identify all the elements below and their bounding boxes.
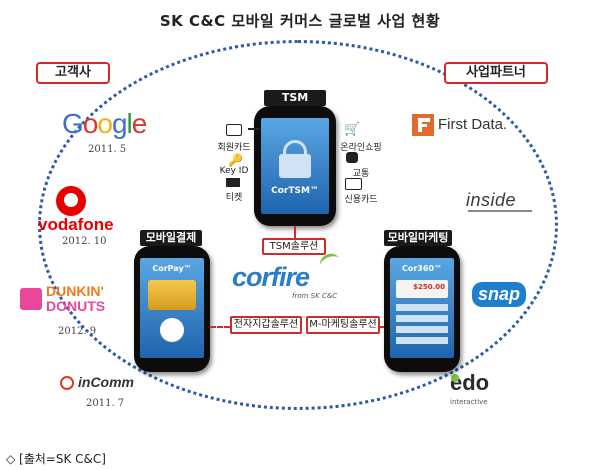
edo-sub: interactive bbox=[450, 398, 488, 406]
snap-logo: snap bbox=[472, 282, 527, 307]
inside-logo: inside bbox=[466, 190, 517, 210]
tsm-left-label-3: 티켓 bbox=[225, 193, 243, 203]
wallet-cap: 모바일결제 bbox=[140, 230, 202, 246]
google-logo: Google bbox=[62, 108, 147, 139]
coupon-price: $250.00 bbox=[413, 283, 445, 291]
tsm-phone: CorTSM™ bbox=[254, 106, 336, 226]
vodafone-date: 2012. 10 bbox=[62, 236, 107, 247]
key-icon: 🔑 bbox=[228, 153, 243, 167]
tsm-left-label-1: 회원카드 bbox=[217, 143, 251, 153]
source-note: ◇ [출처=SK C&C] bbox=[6, 452, 106, 466]
lock-body-icon bbox=[279, 154, 311, 178]
marketing-connector bbox=[380, 326, 384, 328]
offer-row-2 bbox=[396, 315, 448, 322]
dunkin-date: 2012. 9 bbox=[58, 326, 97, 337]
tsm-cap: TSM bbox=[264, 90, 326, 106]
marketing-cap: 모바일마케팅 bbox=[384, 230, 452, 246]
wallet-connector bbox=[210, 326, 230, 328]
offer-row-1 bbox=[396, 304, 448, 311]
first-data-logo: First Data. bbox=[438, 116, 508, 133]
google-date: 2011. 5 bbox=[88, 144, 127, 155]
offer-row-3 bbox=[396, 326, 448, 333]
tsm-right-label-1: 온라인쇼핑 bbox=[340, 143, 382, 153]
tsm-screen-label: CorTSM™ bbox=[271, 186, 319, 196]
credit-card-icon bbox=[345, 178, 362, 190]
wallet-card-icon bbox=[148, 280, 196, 310]
bus-icon bbox=[346, 152, 358, 163]
tsm-right-label-3: 신용카드 bbox=[344, 195, 378, 205]
offer-row-4 bbox=[396, 337, 448, 344]
lock-icon bbox=[283, 140, 307, 162]
marketing-solution-label: M-마케팅솔루션 bbox=[306, 316, 380, 334]
coupon-image: $250.00 bbox=[396, 280, 448, 298]
corfire-logo: corfire bbox=[232, 262, 310, 292]
cart-icon: 🛒 bbox=[344, 122, 361, 137]
wallet-phone: CorPay™ bbox=[134, 246, 210, 372]
incomm-logo: inComm bbox=[78, 374, 134, 390]
tsm-right-label-2: 교통 bbox=[352, 169, 370, 179]
dunkin-logo: DUNKIN' DONUTS bbox=[46, 283, 106, 314]
page-title: SK C&C 모바일 커머스 글로벌 사업 현황 bbox=[159, 12, 441, 30]
member-card-icon bbox=[226, 124, 242, 136]
vodafone-logo: vodafone bbox=[38, 215, 114, 234]
ticket-icon bbox=[226, 178, 240, 187]
dunkin-cup-icon bbox=[20, 288, 42, 310]
tsm-connector bbox=[294, 226, 296, 238]
tsm-solution-label: TSM솔루션 bbox=[262, 238, 326, 255]
partners-header: 사업파트너 bbox=[444, 62, 548, 84]
first-data-icon bbox=[412, 114, 434, 136]
marketing-phone: Cor360™ $250.00 bbox=[384, 246, 460, 372]
corfire-sub: from SK C&C bbox=[292, 292, 338, 300]
wallet-solution-label: 전자지갑솔루션 bbox=[230, 316, 302, 334]
tsm-left-label-2: Key ID bbox=[219, 166, 249, 176]
incomm-date: 2011. 7 bbox=[86, 398, 125, 409]
clients-header: 고객사 bbox=[36, 62, 110, 84]
dotted-ring bbox=[38, 40, 558, 410]
inside-underline bbox=[468, 210, 532, 212]
arrow-left-1 bbox=[248, 128, 260, 130]
wallet-screen-label: CorPay™ bbox=[152, 264, 192, 273]
incomm-icon bbox=[60, 376, 74, 390]
vodafone-icon bbox=[56, 186, 86, 216]
nfc-icon bbox=[160, 318, 184, 342]
marketing-screen-label: Cor360™ bbox=[401, 264, 442, 273]
edo-dot-icon bbox=[451, 374, 459, 382]
